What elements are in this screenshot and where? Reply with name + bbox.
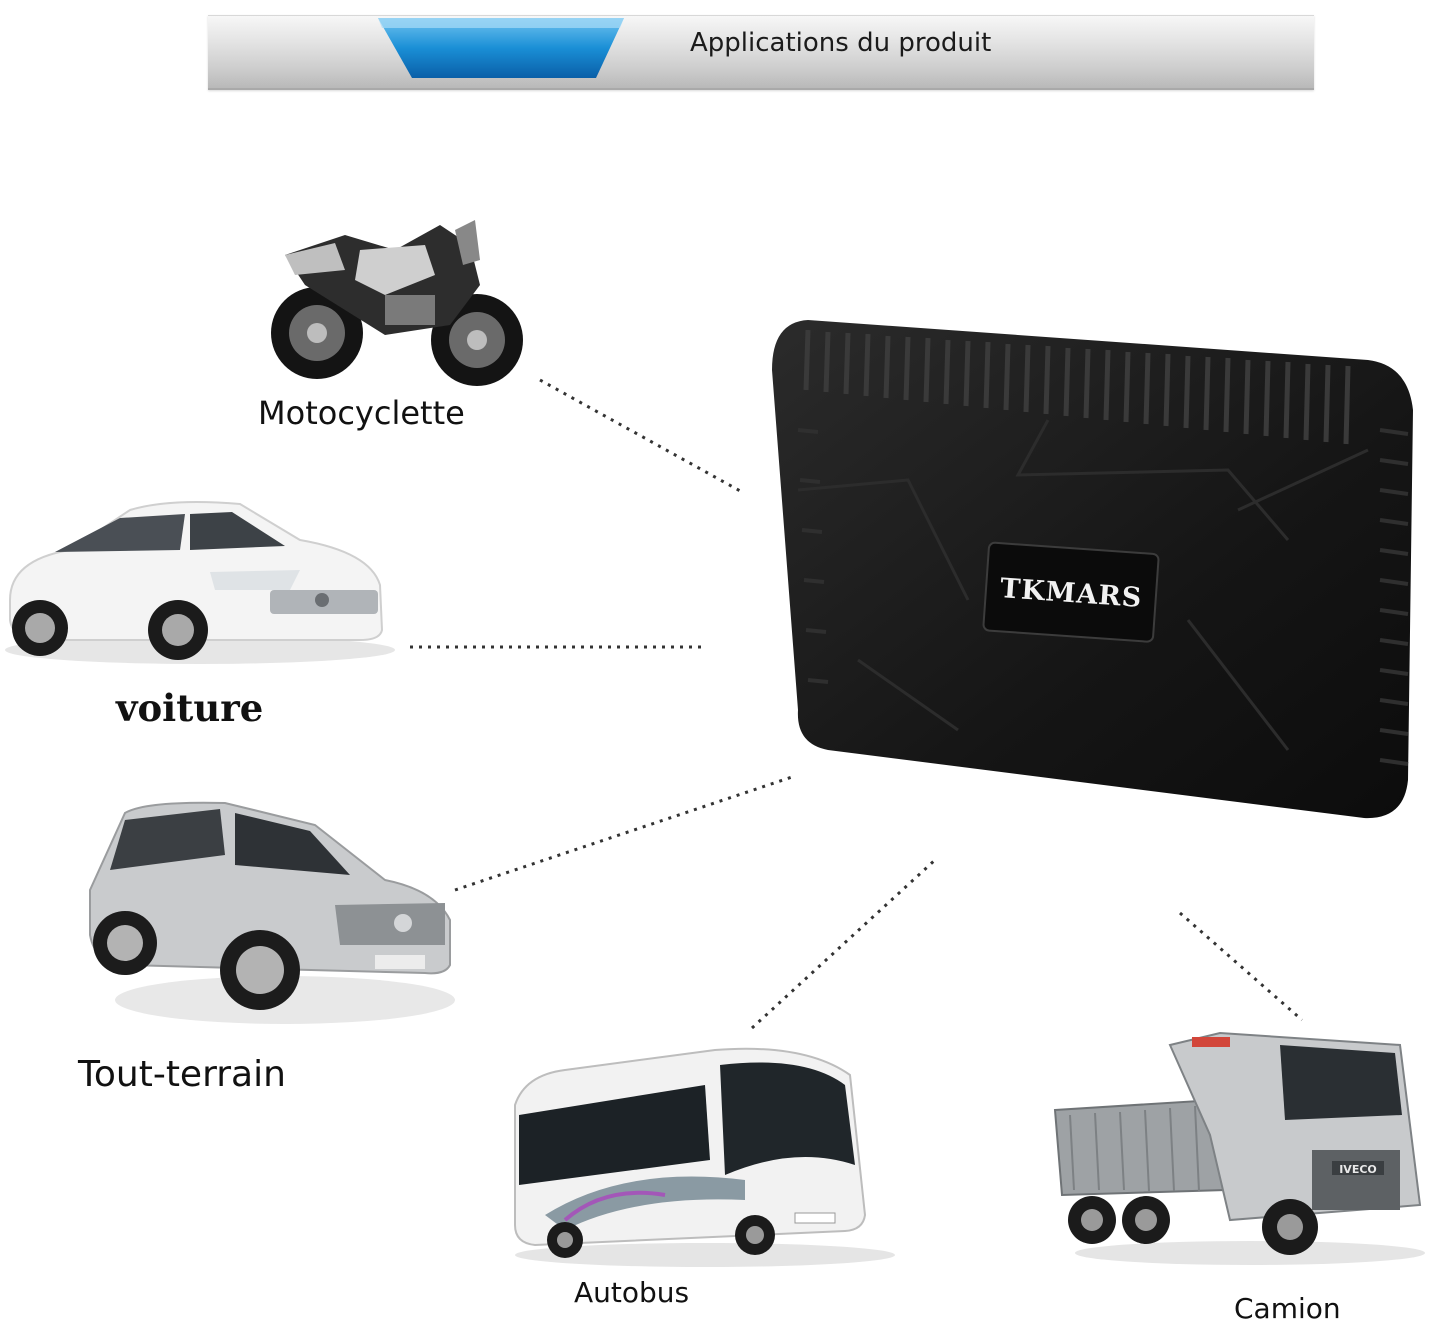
bus-image xyxy=(514,1047,895,1267)
label-suv: Tout-terrain xyxy=(78,1054,286,1095)
label-bus: Autobus xyxy=(574,1276,690,1309)
truck-badge: IVECO xyxy=(1339,1163,1377,1176)
header-banner: Applications du produit xyxy=(208,15,1314,90)
connector-motorcycle xyxy=(539,378,743,494)
banner-title: Applications du produit xyxy=(690,28,992,58)
label-car: voiture xyxy=(116,686,264,730)
connector-truck xyxy=(1179,911,1303,1022)
car-image xyxy=(5,501,395,664)
connector-bus xyxy=(750,858,937,1030)
truck-image: IVECO xyxy=(1053,1031,1425,1265)
label-motorcycle: Motocyclette xyxy=(258,394,465,432)
suv-image xyxy=(89,801,455,1024)
blue-tab-ribbon xyxy=(378,18,624,78)
motorcycle-image xyxy=(271,220,523,386)
label-truck: Camion xyxy=(1234,1292,1341,1325)
gps-tracker-device xyxy=(772,320,1413,819)
connector-suv xyxy=(454,774,796,892)
